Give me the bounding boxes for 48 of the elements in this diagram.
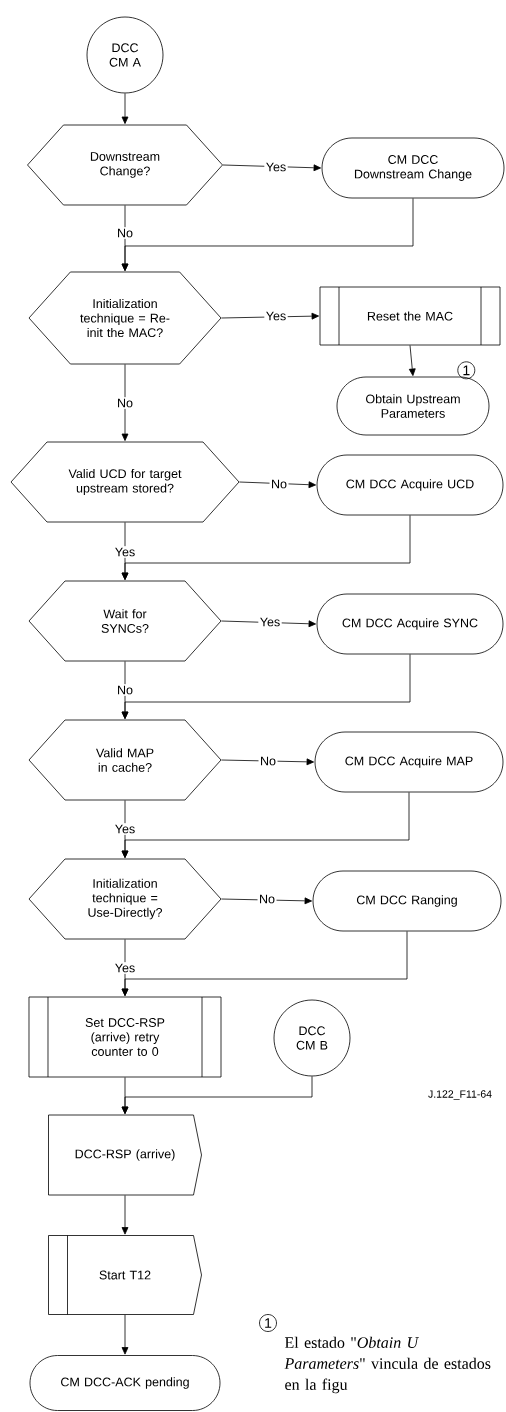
edge-label: No: [115, 227, 135, 239]
arrow: [408, 345, 416, 376]
arrow: [121, 1195, 129, 1235]
edge-label: Yes: [264, 310, 288, 322]
edge-label: Yes: [113, 823, 137, 835]
decision-hexagon: Downstream Change?: [27, 124, 223, 206]
arrow: [221, 312, 319, 320]
state-box: CM DCC Ranging: [312, 870, 502, 932]
decision-hexagon: Valid UCD for target upstream stored?: [10, 441, 240, 523]
decision-hexagon: Initialization technique = Re-init the MAC?: [28, 271, 222, 365]
edge-label: No: [115, 684, 135, 696]
state-box: CM DCC Acquire MAP: [314, 731, 504, 793]
footnote-text: El estado "Obtain U Parameters" vincula de estados en la figu: [284, 1336, 491, 1394]
arrow: [121, 654, 411, 719]
signal-box: Start T12: [48, 1235, 202, 1315]
arrow: [222, 164, 321, 172]
arrow: [121, 198, 414, 271]
state-box: CM DCC Downstream Change: [321, 137, 505, 199]
arrow: [221, 620, 316, 628]
state-box: CM DCC-ACK pending: [29, 1355, 221, 1411]
edge-label: No: [257, 893, 277, 905]
arrow: [121, 93, 129, 124]
arrow: [121, 931, 408, 996]
arrow: [121, 364, 129, 441]
decision-hexagon: Initialization technique = Use-Directly?: [28, 858, 222, 940]
edge-label: Yes: [264, 161, 288, 173]
arrow: [221, 897, 312, 905]
arrow: [121, 1314, 129, 1355]
arrow: [239, 481, 316, 489]
decision-hexagon: Valid MAP in cache?: [28, 719, 222, 801]
arrow: [221, 758, 314, 766]
edge-label: No: [115, 397, 135, 409]
process-box: Set DCC-RSP (arrive) retry counter to 0: [28, 996, 222, 1078]
edge-label: No: [258, 755, 278, 767]
edge-label: Yes: [258, 616, 282, 628]
signal-box: DCC-RSP (arrive): [48, 1114, 202, 1196]
state-box: Obtain Upstream Parameters: [336, 376, 490, 436]
arrow: [121, 792, 410, 858]
arrow: [121, 515, 411, 580]
state-box: CM DCC Acquire SYNC: [316, 593, 504, 655]
arrow: [121, 1076, 313, 1114]
edge-label: No: [269, 478, 289, 490]
decision-hexagon: Wait for SYNCs?: [28, 580, 222, 662]
process-box: Reset the MAC: [319, 286, 501, 346]
edge-label: Yes: [113, 962, 137, 974]
edge-label: Yes: [113, 546, 137, 558]
state-box: CM DCC Acquire UCD: [316, 454, 504, 516]
figure-id: J.122_F11-64: [428, 1090, 492, 1100]
